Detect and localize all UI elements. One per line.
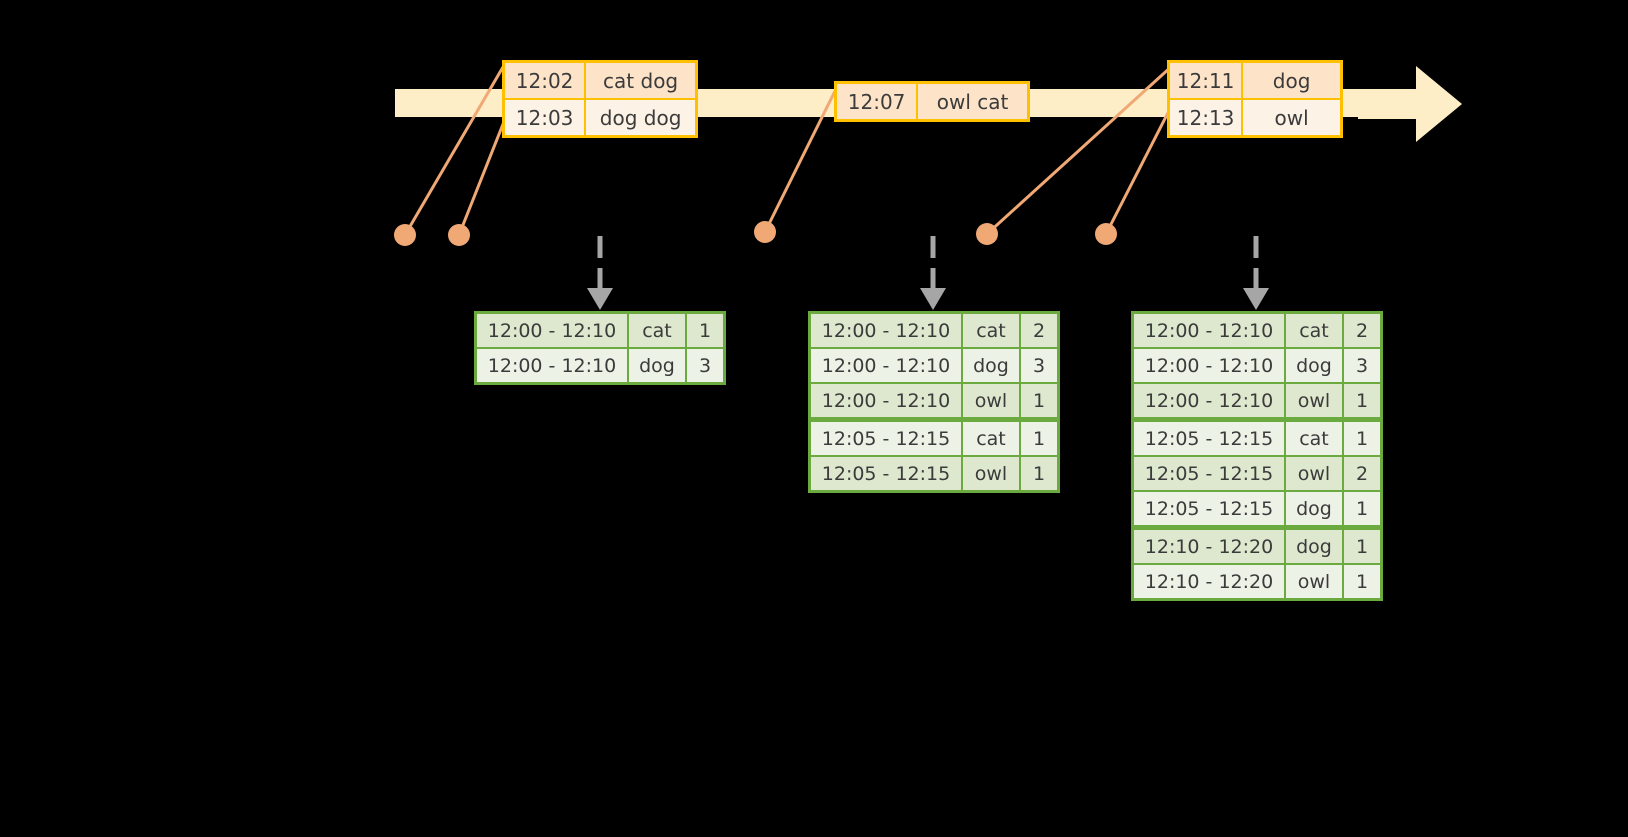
event-row[interactable]: 12:03 dog dog — [505, 98, 695, 135]
result-word: cat — [1286, 314, 1342, 347]
result-word: cat — [963, 314, 1019, 347]
result-count: 1 — [1344, 492, 1380, 525]
result-word: cat — [963, 422, 1019, 455]
result-word: dog — [629, 349, 685, 382]
result-count: 1 — [1021, 422, 1057, 455]
event-time: 12:13 — [1170, 100, 1244, 135]
result-count: 1 — [1021, 457, 1057, 490]
result-count: 2 — [1344, 457, 1380, 490]
event-group-3[interactable]: 12:11 dog 12:13 owl — [1167, 60, 1343, 138]
connector-dot — [976, 223, 998, 245]
result-window: 12:05 - 12:15 — [811, 457, 961, 490]
event-words: owl — [1243, 100, 1340, 135]
result-word: dog — [1286, 492, 1342, 525]
result-count: 1 — [1344, 422, 1380, 455]
result-window: 12:05 - 12:15 — [1134, 492, 1284, 525]
result-word: cat — [629, 314, 685, 347]
result-window: 12:05 - 12:15 — [1134, 457, 1284, 490]
result-count: 1 — [1021, 384, 1057, 417]
result-word: dog — [1286, 530, 1342, 563]
result-count: 1 — [1344, 384, 1380, 417]
event-words: dog dog — [586, 100, 695, 135]
result-word: owl — [963, 384, 1019, 417]
result-count: 3 — [1021, 349, 1057, 382]
result-word: dog — [1286, 349, 1342, 382]
result-window: 12:00 - 12:10 — [811, 349, 961, 382]
result-window: 12:00 - 12:10 — [811, 384, 961, 417]
event-row[interactable]: 12:11 dog — [1170, 63, 1340, 98]
result-word: dog — [963, 349, 1019, 382]
result-count: 2 — [1021, 314, 1057, 347]
result-count: 1 — [1344, 565, 1380, 598]
event-row[interactable]: 12:13 owl — [1170, 98, 1340, 135]
result-count: 1 — [1344, 530, 1380, 563]
result-word: owl — [963, 457, 1019, 490]
result-window: 12:00 - 12:10 — [1134, 384, 1284, 417]
dashed-arrow-head-icon — [587, 288, 613, 310]
result-window: 12:05 - 12:15 — [811, 422, 961, 455]
result-window: 12:00 - 12:10 — [1134, 349, 1284, 382]
event-row[interactable]: 12:02 cat dog — [505, 63, 695, 98]
result-window: 12:00 - 12:10 — [477, 314, 627, 347]
result-count: 1 — [687, 314, 723, 347]
event-time: 12:03 — [505, 100, 587, 135]
result-window: 12:10 - 12:20 — [1134, 530, 1284, 563]
connector-dot — [754, 221, 776, 243]
result-word: owl — [1286, 457, 1342, 490]
result-word: owl — [1286, 384, 1342, 417]
event-group-1[interactable]: 12:02 cat dog 12:03 dog dog — [502, 60, 698, 138]
dashed-arrow-head-icon — [920, 288, 946, 310]
result-window: 12:00 - 12:10 — [477, 349, 627, 382]
event-row[interactable]: 12:07 owl cat — [837, 84, 1027, 119]
connector-line — [1104, 98, 1177, 235]
event-words: owl cat — [918, 84, 1027, 119]
result-window: 12:00 - 12:10 — [1134, 314, 1284, 347]
connector-dot — [1095, 223, 1117, 245]
result-word: owl — [1286, 565, 1342, 598]
result-window: 12:10 - 12:20 — [1134, 565, 1284, 598]
result-count: 2 — [1344, 314, 1380, 347]
event-time: 12:07 — [837, 84, 919, 119]
event-group-2[interactable]: 12:07 owl cat — [834, 81, 1030, 122]
result-count: 3 — [1344, 349, 1380, 382]
event-time: 12:02 — [505, 63, 587, 98]
dashed-arrow-head-icon — [1243, 288, 1269, 310]
event-time: 12:11 — [1170, 63, 1244, 98]
connector-dot — [448, 224, 470, 246]
connector-dot — [394, 224, 416, 246]
event-words: dog — [1243, 63, 1340, 98]
event-words: cat dog — [586, 63, 695, 98]
result-window: 12:05 - 12:15 — [1134, 422, 1284, 455]
result-word: cat — [1286, 422, 1342, 455]
result-count: 3 — [687, 349, 723, 382]
result-window: 12:00 - 12:10 — [811, 314, 961, 347]
timeline-arrowhead-icon — [1358, 66, 1462, 142]
